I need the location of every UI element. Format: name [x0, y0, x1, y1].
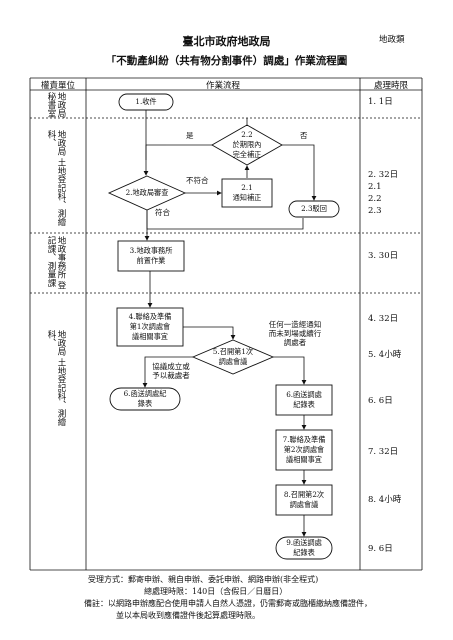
table-grid [29, 77, 423, 571]
node-send-a: 6.函送調處紀錄表 [123, 389, 167, 408]
node-meeting1-diamond [191, 339, 275, 375]
time-step-7: 7. 32日 [368, 447, 399, 457]
edge-label-yes: 是 [186, 131, 194, 140]
node-review: 2.地政局審查 [125, 188, 169, 197]
footer-note-2: 並以本局收到應備證件後起算處理時限。 [116, 611, 260, 620]
category-tag: 地政類 [379, 35, 405, 45]
unit-land-registry-2: 地政局 土地登記科、測繪科、 [46, 330, 66, 427]
edge-label-not-ok: 不符合 [186, 176, 209, 185]
edge-label-ok: 符合 [155, 208, 170, 217]
node-meeting2: 8.召開第2次調處會議 [283, 490, 325, 509]
footer-note: 備註：以網路申辦應配合使用申請人自然人憑證，仍需郵寄或臨櫃繳納應備證件， [84, 599, 372, 608]
unit-secretariat: 地政局 秘書室 [46, 92, 66, 118]
node-receive: 1.收件 [135, 97, 157, 106]
time-step-2-1: 2.1 [368, 182, 382, 192]
node-reject: 2.3駁回 [301, 204, 327, 213]
node-send-b: 6.函送調處紀錄表 [286, 390, 322, 409]
unit-land-registry-1: 地政局 土地登記科、測繪科、 [46, 130, 66, 227]
node-reject-shape [288, 200, 340, 218]
node-meeting2-shape [275, 484, 333, 516]
node-prep-shape [117, 240, 185, 272]
time-step-3: 3. 30日 [368, 251, 399, 261]
node-contact2-shape [275, 429, 333, 471]
time-step-8: 8. 4小時 [368, 495, 402, 505]
node-send-final-shape [275, 536, 333, 560]
edge-contact1-meeting1 [183, 326, 236, 340]
time-step-1: 1. 1日 [368, 97, 393, 107]
time-step-2-3: 2.3 [368, 206, 382, 216]
edge-label-absent: 任何一造經通知而未到場或續行調處者 [268, 320, 322, 347]
col-header-time: 處理時限 [373, 81, 408, 91]
node-notify-shape [221, 178, 273, 208]
footer-methods: 受理方式：郵寄申辦、親自申辦、委託申辦、網路申辦(非全程式) [88, 575, 319, 584]
footer-total-time: 總處理時限：140日（含假日／日曆日） [144, 587, 288, 596]
time-step-9: 9. 6日 [368, 544, 393, 554]
unit-land-office: 地政事務所 登記課、測量課 [46, 236, 66, 290]
node-contact2: 7.聯絡及準備第2次調處會議相關事宜 [282, 435, 326, 464]
time-step-5: 5. 4小時 [368, 350, 402, 360]
node-send-final: 9.函送調處紀錄表 [286, 538, 322, 557]
col-header-unit: 權責單位 [40, 81, 75, 91]
col-header-flow: 作業流程 [205, 81, 240, 91]
node-send-a-shape [109, 387, 181, 411]
edge-meeting1-sendA [142, 356, 193, 388]
time-step-6: 6. 6日 [368, 396, 393, 406]
edge-correction-no [282, 144, 317, 201]
time-step-4: 4. 32日 [368, 314, 399, 324]
edge-label-agreed: 協議成立或予以裁處者 [152, 362, 190, 380]
node-prep: 3.地政事務所前置作業 [129, 246, 173, 265]
node-contact1-shape [116, 307, 184, 347]
time-step-2: 2. 32日 [368, 170, 399, 180]
page-subtitle: 「不動產糾紛（共有物分割事件）調處」作業流程圖 [105, 55, 348, 67]
edge-meeting1-sendB [273, 356, 307, 385]
edge-label-no: 否 [300, 131, 308, 140]
node-contact1: 4.聯絡及準備第1次調處會議相關事宜 [128, 312, 172, 341]
page-title: 臺北市政府地政局 [182, 35, 271, 48]
time-step-2-2: 2.2 [368, 194, 382, 204]
node-correction-diamond [211, 124, 283, 166]
node-meeting1: 5.召開第1次調處會議 [212, 347, 254, 366]
